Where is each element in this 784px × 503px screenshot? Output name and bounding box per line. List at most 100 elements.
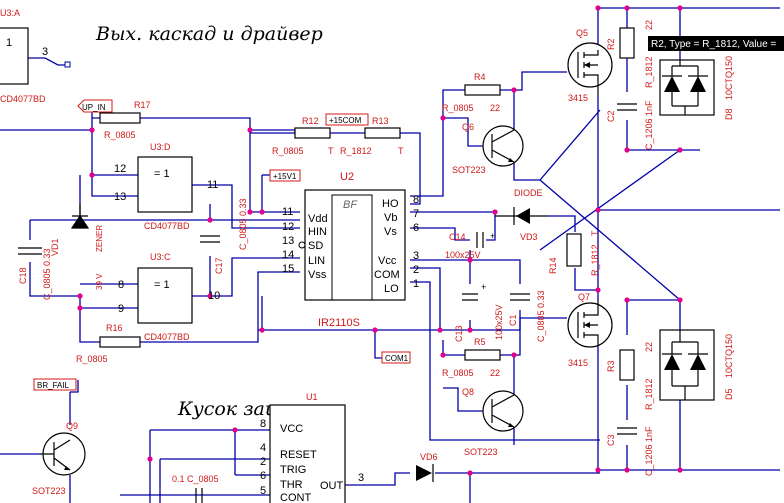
cap-c13[interactable]: + C13 100x25V — [454, 282, 504, 342]
transistor-q8[interactable]: Q8 SOT223 — [462, 387, 524, 457]
resistor-r2[interactable]: R2 R_1812 22 — [606, 20, 654, 88]
driver-pin-1-num: 1 — [413, 278, 419, 290]
resistor-r16[interactable]: R16 R_0805 — [76, 323, 141, 364]
driver-pin-1-name: LO — [384, 283, 399, 295]
c14-value: 100x25V — [445, 250, 481, 260]
resistor-r14[interactable]: R14 R_1812 T — [548, 230, 600, 276]
resistor-r3[interactable]: R3 R_1812 22 — [606, 342, 654, 410]
gate-u3d[interactable]: = 1 U3:D CD4077BD 12 13 11 — [114, 142, 218, 231]
gate-u3c[interactable]: = 1 U3:C CD4077BD 8 9 10 — [118, 252, 220, 342]
diode-d5[interactable]: D5 10CTQ150 — [659, 329, 734, 401]
resistor-r17[interactable]: R17 R_0805 — [99, 100, 151, 140]
transistor-q9[interactable]: Q9 SOT223 — [32, 421, 86, 496]
timer-pin-6-num: 6 — [260, 470, 266, 482]
net-br-fail[interactable]: BR_FAIL — [33, 378, 77, 391]
cap-c2[interactable]: C2 C_1206 1nF — [606, 100, 654, 150]
zener-vd1[interactable]: VD1 ZENER 39 V — [50, 204, 104, 290]
driver-pin-3-name: Vcc — [378, 255, 397, 267]
d8-ref: D8 — [724, 108, 734, 120]
r2-extra: 22 — [644, 20, 654, 30]
net-plus15com[interactable]: +15COM — [325, 113, 369, 126]
d8-part: 10CTQ150 — [724, 56, 734, 100]
timer-pin-5-name: CONT — [280, 492, 311, 503]
mosfet-q5[interactable]: Q5 3415 — [567, 28, 613, 103]
driver-pin-15-num: 15 — [282, 263, 294, 275]
c14-ref: C14 — [449, 232, 466, 242]
driver-ir2110[interactable]: BF U2 IR2110S 11 Vdd 12 HIN 13 SD 14 LIN… — [282, 171, 419, 329]
diode-d8[interactable]: D8 10CTQ150 — [659, 56, 734, 120]
resistor-r5[interactable]: R5 R_0805 22 — [442, 337, 501, 378]
gate-u3a-out-pin: 3 — [42, 46, 48, 58]
driver-pin-14-name: LIN — [308, 255, 325, 267]
c3-ref: C3 — [606, 434, 616, 446]
gate-u3a-func: 1 — [6, 37, 12, 49]
gate-u3d-ref: U3:D — [150, 142, 171, 152]
driver-pin-2-name: COM — [374, 269, 400, 281]
transistor-q6[interactable]: Q6 SOT223 — [452, 122, 524, 175]
vd3-kind: DIODE — [514, 188, 543, 198]
timer-out-num: 3 — [358, 472, 364, 484]
timer-out-name: OUT — [320, 480, 344, 492]
timer-ref: U1 — [306, 392, 318, 402]
net-up-in[interactable]: UP_IN — [77, 99, 113, 113]
r14-ref: R14 — [548, 257, 558, 274]
c1-ref: C1 — [508, 314, 518, 326]
r3-value: R_1812 — [644, 378, 654, 410]
net-com1-label: COM1 — [385, 354, 409, 363]
r17-value: R_0805 — [104, 130, 136, 140]
r2-ref: R2 — [606, 38, 616, 50]
c13-ref: C13 — [454, 325, 464, 342]
timer-pin-2-name: TRIG — [280, 464, 306, 476]
c2-ref: C2 — [606, 110, 616, 122]
r3-extra: 22 — [644, 342, 654, 352]
cap-timer[interactable]: 0.1 C_0805 — [172, 474, 219, 503]
c1-value: C_0805 0.33 — [536, 290, 546, 342]
diode-vd3[interactable]: DIODE VD3 — [495, 188, 548, 242]
q6-ref: Q6 — [462, 122, 474, 132]
driver-pin-12-num: 12 — [282, 221, 294, 233]
cap-c18[interactable]: C18 C_0805 0.33 — [18, 247, 52, 300]
driver-part: IR2110S — [318, 317, 360, 329]
c13-value: 100x25V — [494, 304, 504, 340]
q8-ref: Q8 — [462, 387, 474, 397]
r12-ref: R12 — [302, 116, 319, 126]
q5-part: 3415 — [568, 93, 588, 103]
net-plus15v1[interactable]: +15V1 — [269, 169, 301, 182]
mosfet-q7[interactable]: Q7 3415 — [567, 292, 613, 368]
r5-value: R_0805 — [442, 368, 474, 378]
driver-pin-2-num: 2 — [413, 264, 419, 276]
r12-extra: T — [328, 146, 334, 156]
resistor-r13[interactable]: R13 R_1812 T — [340, 116, 404, 156]
net-plus15v1-label: +15V1 — [273, 172, 297, 181]
r4-extra: 22 — [490, 103, 500, 113]
timer-pin-4-num: 4 — [260, 442, 266, 454]
timer-pin-8-num: 8 — [260, 418, 266, 430]
timer-pin-5-num: 5 — [260, 485, 266, 497]
timer-pin-2-num: 2 — [260, 456, 266, 468]
q8-pkg: SOT223 — [464, 447, 498, 457]
q9-pkg: SOT223 — [32, 486, 66, 496]
driver-pin-11-name: Vdd — [308, 213, 328, 225]
cap-c14[interactable]: C14 100x25V + — [445, 231, 495, 260]
svg-text:+: + — [481, 282, 486, 292]
gate-u3c-pin-a: 8 — [118, 279, 124, 291]
driver-ref: U2 — [340, 171, 354, 183]
r13-ref: R13 — [372, 116, 389, 126]
q9-ref: Q9 — [66, 421, 78, 431]
diode-vd6[interactable]: VD6 — [416, 452, 438, 482]
resistor-r12[interactable]: R12 R_0805 T — [272, 116, 334, 156]
gate-u3d-pin-out: 11 — [207, 179, 218, 191]
cap-c1[interactable]: C1 C_0805 0.33 — [508, 290, 546, 342]
net-com1[interactable]: COM1 — [381, 351, 411, 364]
gate-u3c-part: CD4077BD — [144, 332, 190, 342]
c17-value: C_0805 0.33 — [238, 198, 248, 250]
gate-u3a[interactable]: 1 U3:A CD4077BD 3 — [0, 8, 71, 104]
cap-timer-value: 0.1 C_0805 — [172, 474, 219, 484]
timer-u1[interactable]: U1 8 VCC 4 RESET 2 TRIG 6 THR 5 CONT OUT… — [260, 392, 364, 503]
cap-c3[interactable]: C3 C_1206 1nF — [606, 426, 654, 476]
resistor-r4[interactable]: R4 R_0805 22 — [442, 72, 501, 113]
c17-ref: C17 — [214, 257, 224, 274]
cap-c17[interactable]: C17 C_0805 0.33 — [200, 198, 248, 274]
vd3-ref: VD3 — [520, 232, 538, 242]
